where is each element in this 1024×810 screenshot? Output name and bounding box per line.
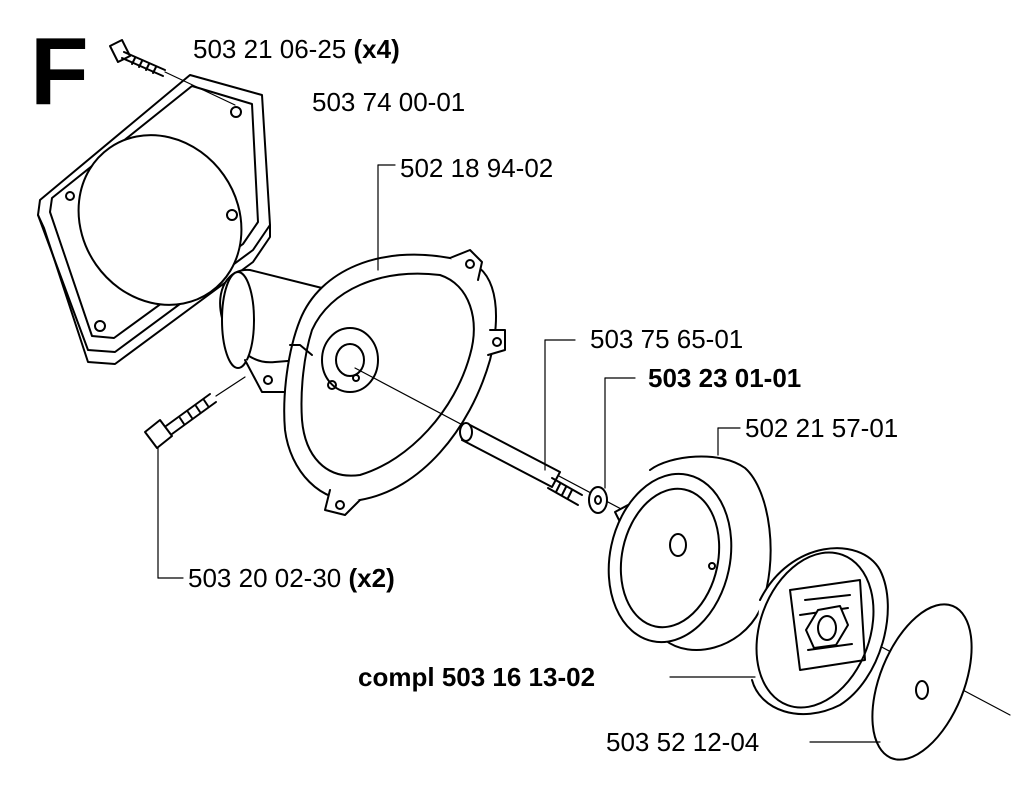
disc-drawing	[809, 603, 973, 761]
label-pin: 503 75 65-01	[590, 324, 743, 354]
label-disc: 503 52 12-04	[606, 727, 759, 757]
part-number: 502 21 57-01	[745, 413, 899, 443]
part-number: 503 21 06-25	[193, 34, 347, 64]
label-screw-top: 503 21 06-25 (x4)	[193, 34, 400, 64]
part-number: 503 20 02-30	[188, 563, 342, 593]
quantity: (x2)	[348, 563, 395, 593]
part-number: 503 74 00-01	[312, 87, 466, 117]
clutch-assembly-drawing	[669, 547, 889, 715]
part-number: 503 52 12-04	[606, 727, 760, 757]
label-gasket: 503 74 00-01	[312, 87, 465, 117]
washer-drawing	[588, 377, 636, 514]
quantity: (x4)	[353, 34, 400, 64]
label-clutch-drum: 502 21 57-01	[745, 413, 898, 443]
part-number: 503 75 65-01	[590, 324, 744, 354]
part-number: 502 18 94-02	[400, 153, 554, 183]
gasket-drawing	[37, 74, 271, 365]
label-clutch-housing: 502 18 94-02	[400, 153, 553, 183]
part-number: 503 23 01-01	[648, 363, 802, 393]
section-letter: F	[30, 18, 89, 125]
label-washer: 503 23 01-01	[648, 363, 801, 393]
part-number: 503 16 13-02	[441, 662, 596, 692]
label-clutch-assembly: compl 503 16 13-02	[358, 662, 595, 692]
pin-drawing	[459, 339, 583, 506]
clutch-drum-drawing	[607, 427, 772, 651]
screw-bottom-drawing	[144, 376, 246, 579]
label-screw-bottom: 503 20 02-30 (x2)	[188, 563, 395, 593]
screw-top-drawing	[109, 39, 236, 106]
prefix: compl	[358, 662, 435, 692]
clutch-housing-drawing	[219, 164, 506, 516]
